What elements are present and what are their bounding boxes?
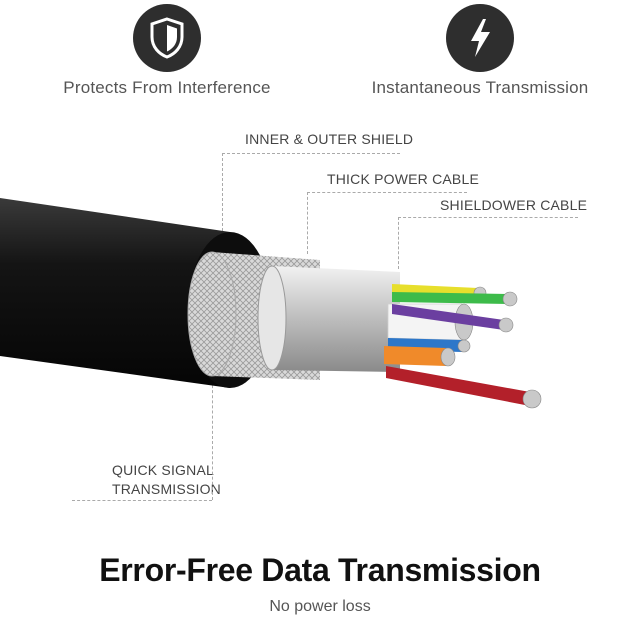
shield-icon	[150, 17, 184, 59]
wire-purple	[392, 304, 514, 333]
leader-shield-horizontal	[222, 153, 400, 154]
leader-thick-horizontal	[307, 192, 467, 193]
callout-inner-outer-shield: INNER & OUTER SHIELD	[245, 131, 414, 147]
shield-badge	[133, 4, 201, 72]
leader-thick-vertical	[307, 192, 308, 254]
wire-red	[386, 366, 542, 409]
wire-green	[392, 291, 518, 307]
callout-quick-signal-line1: QUICK SIGNAL	[112, 462, 214, 478]
leader-shield-vertical	[222, 153, 223, 251]
feature-caption-interference: Protects From Interference	[63, 78, 271, 97]
foil-shield	[257, 265, 400, 372]
callout-shieldower-cable: SHIELDOWER CABLE	[440, 197, 588, 213]
headline: Error-Free Data Transmission	[99, 552, 541, 588]
feature-transmission: Instantaneous Transmission	[350, 4, 610, 98]
wire-orange	[384, 346, 456, 367]
cable-illustration	[0, 198, 542, 409]
callout-quick-signal-line2: TRANSMISSION	[112, 481, 221, 497]
leader-quick-vertical	[212, 380, 213, 500]
leader-shieldower-horizontal	[398, 217, 578, 218]
subline: No power loss	[269, 598, 371, 615]
lightning-bolt-icon	[471, 19, 490, 57]
feature-caption-transmission: Instantaneous Transmission	[371, 78, 589, 97]
lightning-badge	[446, 4, 514, 72]
conductors	[384, 284, 542, 409]
feature-interference: Protects From Interference	[37, 4, 297, 98]
callout-thick-power-cable: THICK POWER CABLE	[327, 171, 479, 187]
leader-shieldower-vertical	[398, 217, 399, 269]
callout-quick-signal: QUICK SIGNAL TRANSMISSION	[112, 461, 221, 499]
leader-quick-horizontal	[72, 500, 212, 501]
